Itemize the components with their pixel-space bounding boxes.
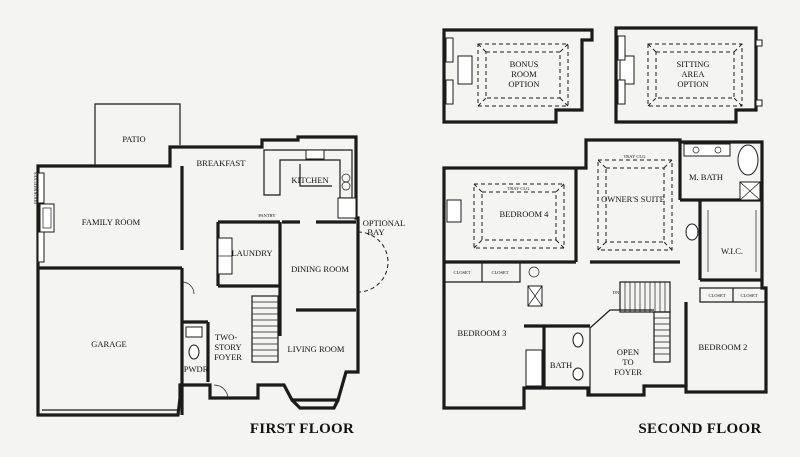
bonus-label-2: ROOM xyxy=(511,69,537,79)
sitting-area-option xyxy=(614,26,763,124)
foyer-label-1: TWO- xyxy=(215,332,237,342)
bonus-label-1: BONUS xyxy=(510,59,539,69)
optional-bay-label-2: BAY xyxy=(367,227,384,237)
closet-label-1: CLOSET xyxy=(453,270,470,275)
closet-label-2: CLOSET xyxy=(491,270,508,275)
toilet-powder xyxy=(188,344,200,360)
open-to-foyer-label-3: FOYER xyxy=(614,367,642,377)
kitchen-sink xyxy=(305,149,325,160)
bedroom4-tray-label: TRAY CLG. xyxy=(508,186,531,191)
dining-room-label: DINING ROOM xyxy=(291,264,349,274)
living-room-bay-window xyxy=(290,398,340,410)
owners-tray-label: TRAY CLG. xyxy=(624,154,647,159)
powder-label: PWDR xyxy=(184,364,209,374)
optional-bay-outline xyxy=(357,231,389,293)
bath-label: BATH xyxy=(550,360,572,370)
refrigerator xyxy=(337,197,357,219)
bedroom4-fireplace xyxy=(446,199,462,223)
sitting-label-3: OPTION xyxy=(677,79,708,89)
bedroom4-label: BEDROOM 4 xyxy=(500,209,550,219)
first-floor-plan: PATIO BREAKFAST KITCHEN FAMILY ROOM PANT… xyxy=(33,103,406,417)
bath-toilet xyxy=(572,332,584,348)
owners-suite-label: OWNER'S SUITE xyxy=(601,194,665,204)
bonus-room-option xyxy=(442,28,594,124)
open-to-foyer-label-2: TO xyxy=(622,357,633,367)
second-floor-title: SECOND FLOOR xyxy=(638,421,761,437)
foyer-railing xyxy=(589,309,654,329)
bookshelves-left-lower xyxy=(37,231,45,263)
breakfast-label: BREAKFAST xyxy=(197,158,247,168)
laundry-label: LAUNDRY xyxy=(231,248,272,258)
second-floor-plan: BONUS ROOM OPTION SITTING AREA OPTION xyxy=(442,26,768,410)
master-tub xyxy=(737,144,759,176)
bedroom4-vent xyxy=(528,266,540,278)
second-floor-stairs xyxy=(619,281,671,363)
sitting-label-1: SITTING xyxy=(676,59,709,69)
bonus-label-3: OPTION xyxy=(508,79,539,89)
bookshelves-left xyxy=(37,172,45,204)
first-floor-title: FIRST FLOOR xyxy=(250,421,354,437)
master-vanity xyxy=(683,143,731,157)
bookshelves-label: BOOKSHELVES xyxy=(33,171,38,204)
first-floor-exterior-wall xyxy=(36,135,360,417)
bedroom2-label: BEDROOM 2 xyxy=(699,342,748,352)
second-floor-exterior-wall xyxy=(442,138,768,410)
family-room-label: FAMILY ROOM xyxy=(82,217,141,227)
fireplace xyxy=(39,203,55,233)
master-toilet xyxy=(685,223,699,241)
master-bath-label: M. BATH xyxy=(689,172,723,182)
kitchen-island xyxy=(299,164,332,187)
kitchen-counters xyxy=(263,149,353,199)
patio-label: PATIO xyxy=(122,134,145,144)
foyer-label-3: FOYER xyxy=(214,352,242,362)
open-to-foyer-label-1: OPEN xyxy=(617,347,639,357)
first-floor-stairs xyxy=(251,295,279,363)
closet-label-4: CLOSET xyxy=(740,293,757,298)
wic-label: W.I.C. xyxy=(721,246,743,256)
foyer-label-2: STORY xyxy=(214,342,241,352)
closet-label-3: CLOSET xyxy=(708,293,725,298)
optional-bay-label-1: OPTIONAL xyxy=(363,218,406,228)
bedroom3-label: BEDROOM 3 xyxy=(458,328,507,338)
garage-label: GARAGE xyxy=(91,339,126,349)
bedroom4-tray-ceiling xyxy=(473,183,565,249)
sitting-label-2: AREA xyxy=(681,69,705,79)
owners-tray-ceiling xyxy=(597,159,673,251)
living-room-label: LIVING ROOM xyxy=(288,344,345,354)
bath-tub xyxy=(525,349,543,387)
patio-outline xyxy=(94,103,181,165)
pantry-label: PANTRY xyxy=(258,213,276,218)
kitchen-label: KITCHEN xyxy=(291,175,328,185)
down-label: DN xyxy=(613,290,620,295)
